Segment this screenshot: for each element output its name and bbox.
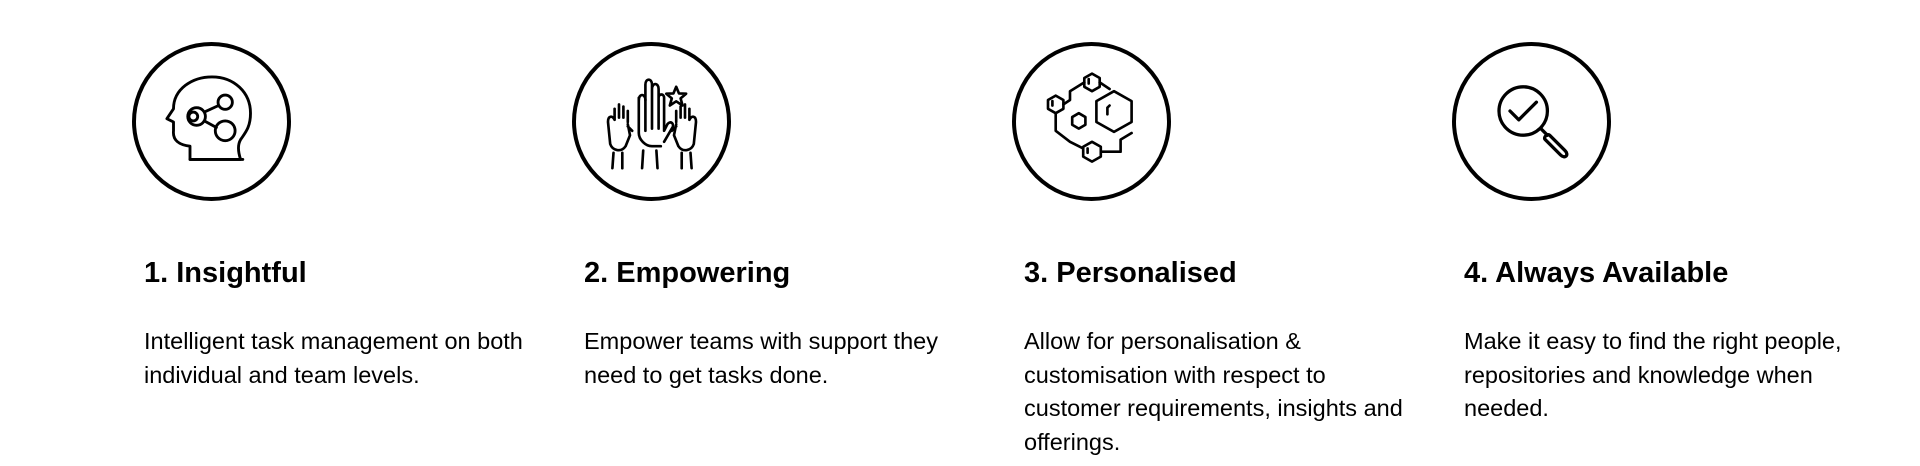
hexagon-network-icon — [1012, 42, 1171, 201]
feature-personalised: 3. Personalised Allow for personalisatio… — [1012, 0, 1412, 466]
feature-description: Intelligent task management on both indi… — [144, 328, 523, 388]
head-network-icon — [132, 42, 291, 201]
magnifier-check-icon — [1452, 42, 1611, 201]
feature-insightful: 1. Insightful Intelligent task managemen… — [132, 0, 532, 466]
raised-hands-star-icon — [572, 42, 731, 201]
feature-title: 2. Empowering — [584, 257, 791, 289]
feature-title: 3. Personalised — [1024, 257, 1237, 289]
feature-description: Allow for personalisation & customisatio… — [1024, 328, 1403, 455]
feature-title: 4. Always Available — [1464, 257, 1729, 289]
feature-description: Make it easy to find the right people, r… — [1464, 328, 1842, 421]
feature-always-available: 4. Always Available Make it easy to find… — [1452, 0, 1852, 466]
feature-empowering: 2. Empowering Empower teams with support… — [572, 0, 972, 466]
feature-title: 1. Insightful — [144, 257, 307, 289]
feature-description: Empower teams with support they need to … — [584, 328, 938, 388]
